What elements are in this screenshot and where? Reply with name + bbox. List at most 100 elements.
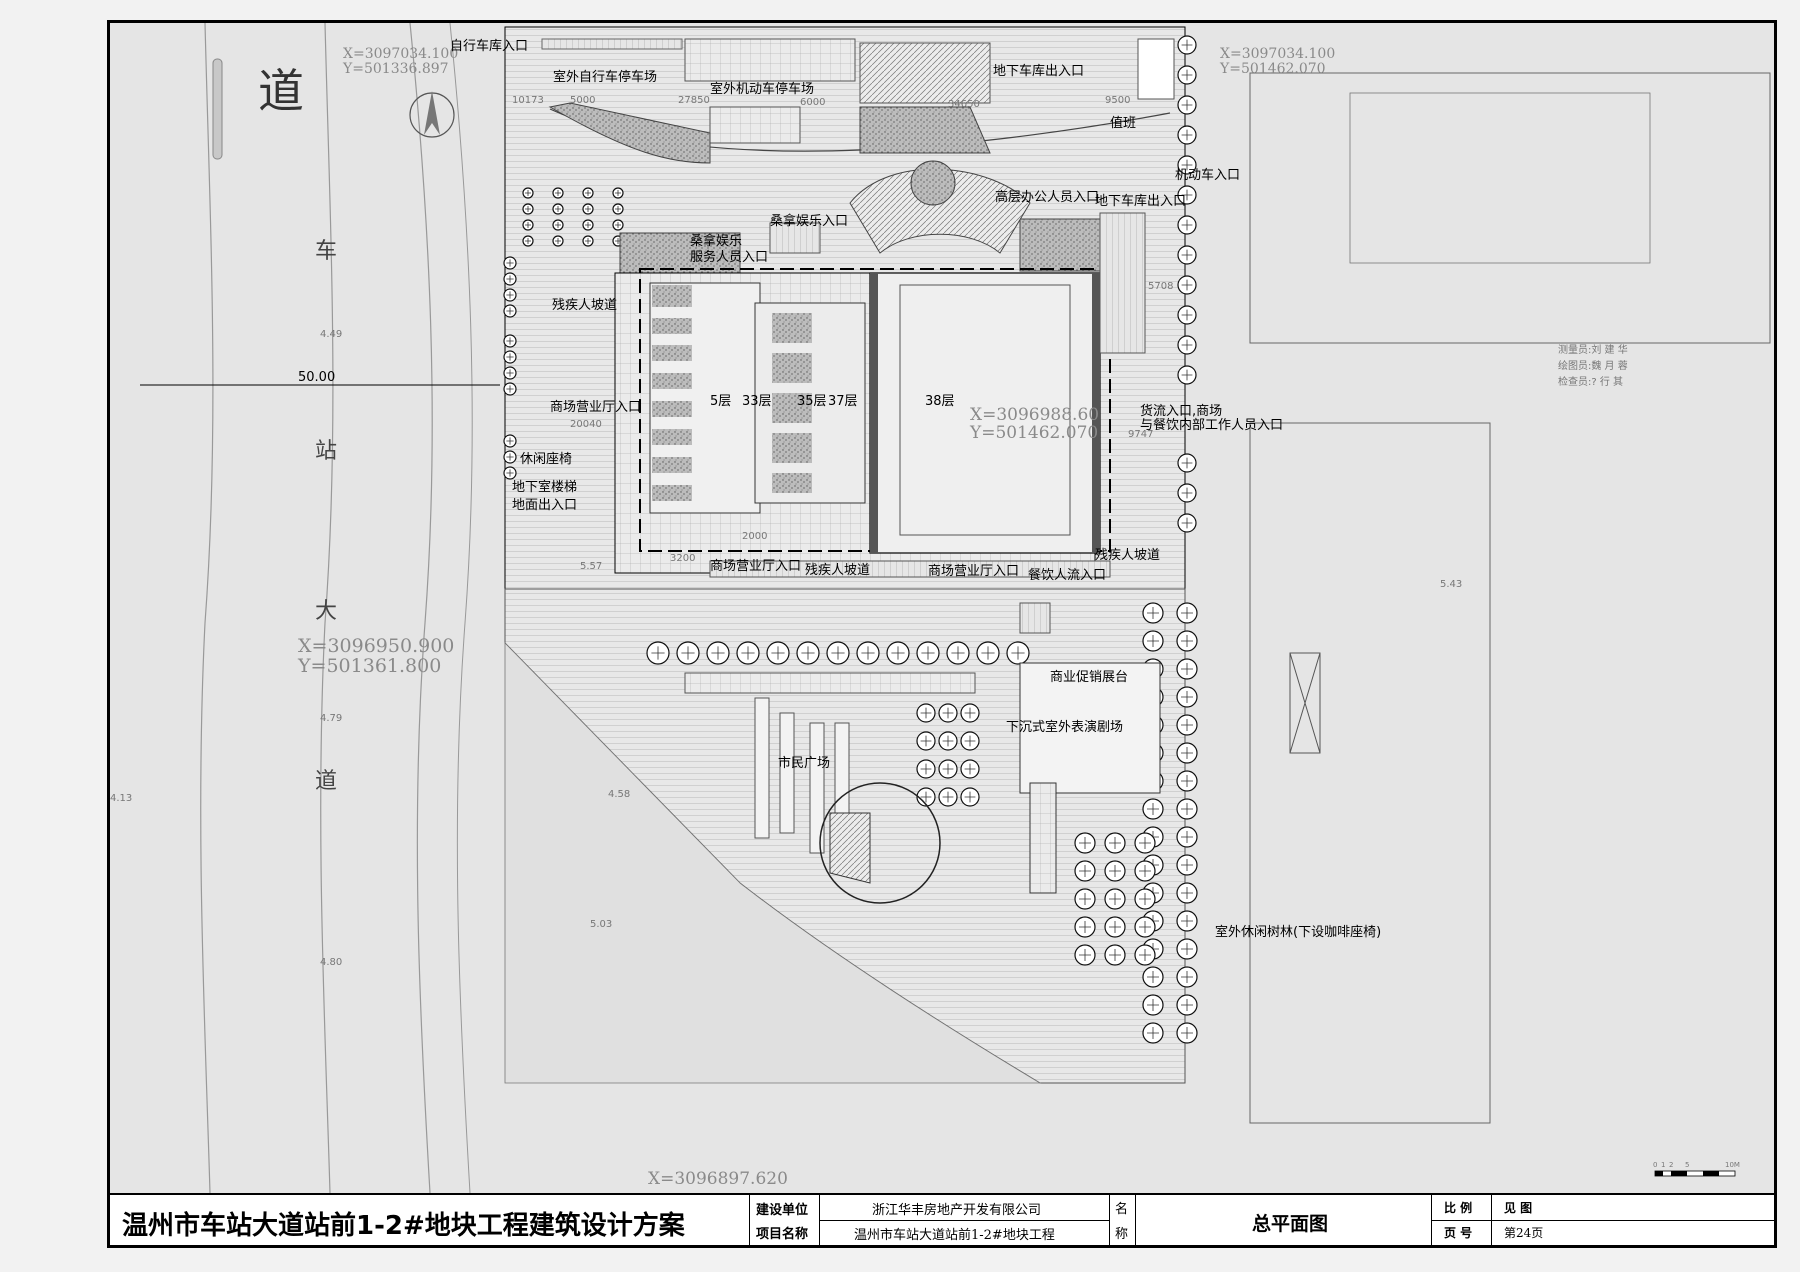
tree-symbol-mark — [525, 222, 531, 228]
coord-south: X=3096897.620 — [648, 1169, 788, 1189]
elevation-7: 5.43 — [1440, 579, 1463, 590]
scale-2: 2 — [1669, 1161, 1674, 1169]
tree-symbol-mark — [585, 190, 591, 196]
label-leisure-grove: 室外休闲树林(下设咖啡座椅) — [1215, 925, 1382, 940]
tree-symbol-mark — [506, 437, 514, 445]
page-value: 第24页 — [1504, 1226, 1544, 1240]
name-label-1: 名 — [1115, 1202, 1129, 1217]
tree-symbol-mark — [1181, 219, 1193, 231]
elevation-2: 4.79 — [320, 713, 343, 724]
tree-symbol-mark — [1139, 949, 1151, 961]
tree-symbol-mark — [615, 206, 621, 212]
tree-symbol-mark — [615, 190, 621, 196]
tree-symbol-mark — [585, 238, 591, 244]
building-footprint — [614, 160, 1146, 578]
tree-symbol-mark — [1181, 803, 1193, 815]
tree-symbol-mark — [1181, 775, 1193, 787]
elevation-1: 4.49 — [320, 329, 343, 340]
label-bike-entry: 自行车库入口 — [450, 39, 529, 54]
elevation-8: 5.57 — [580, 561, 603, 572]
label-basement-stair: 地下室楼梯 — [512, 480, 578, 495]
label-ramp-right: 残疾人坡道 — [1095, 548, 1161, 563]
tree-symbol-mark — [981, 646, 995, 660]
label-duty: 值班 — [1110, 116, 1137, 131]
tree-symbol-mark — [1181, 369, 1193, 381]
dim-2: 5000 — [570, 95, 596, 106]
tree-symbol-mark — [920, 735, 932, 747]
label-mall-hall-south1: 商场营业厅入口 — [710, 559, 802, 574]
station-avenue — [140, 23, 500, 1193]
civic-plaza-layout — [684, 602, 1161, 904]
label-office-entry: 高层办公人员入口 — [995, 190, 1100, 205]
tree-symbol-mark — [1181, 159, 1193, 171]
tree-symbol-mark — [506, 291, 514, 299]
tree-symbol-mark — [525, 238, 531, 244]
tree-symbol-mark — [1181, 663, 1193, 675]
scale-5: 5 — [1685, 1161, 1690, 1169]
title-block-drawing-name: 总平面图 — [1136, 1195, 1432, 1245]
tree-symbol-mark — [555, 238, 561, 244]
coord-west: X=3096950.900 Y=501361.800 — [298, 635, 455, 677]
tree-symbol-mark — [1181, 39, 1193, 51]
elevation-3: 4.13 — [110, 793, 133, 804]
drawing-sheet: 道 车 站 大 道 50.00 X=3097034.100 Y=501336.8… — [107, 20, 1777, 1248]
dim-9: 9747 — [1128, 429, 1154, 440]
tree-symbol-mark — [1181, 487, 1193, 499]
tree-symbol-mark — [1181, 517, 1193, 529]
tree-symbol-mark — [1079, 837, 1091, 849]
label-rest-seats: 休闲座椅 — [520, 452, 573, 467]
label-bike-parking: 室外自行车停车场 — [553, 70, 658, 85]
tree-symbol-mark — [1147, 607, 1159, 619]
dim-6: 9500 — [1105, 95, 1131, 106]
tree-symbol-mark — [1109, 893, 1121, 905]
label-mall-hall-west: 商场营业厅入口 — [550, 400, 642, 415]
project-label: 项目名称 — [756, 1227, 809, 1242]
dim-1: 10173 — [512, 95, 544, 106]
tree-symbol-mark — [964, 763, 976, 775]
label-car-parking: 室外机动车停车场 — [710, 82, 815, 97]
tree-symbol-mark — [942, 735, 954, 747]
label-garage-entry-right: 地下车库出入口 — [1095, 194, 1187, 209]
title-block-meta-values: 见 图 第24页 — [1492, 1195, 1774, 1245]
tree-symbol-mark — [1139, 865, 1151, 877]
tree-symbol-mark — [1181, 249, 1193, 261]
dim-11: 2000 — [742, 531, 768, 542]
dim-8: 5708 — [1148, 281, 1174, 292]
tree-symbol-mark — [525, 206, 531, 212]
tree-symbol-mark — [1147, 1027, 1159, 1039]
tree-symbol-mark — [921, 646, 935, 660]
tree-symbol-mark — [1181, 719, 1193, 731]
tree-symbol-mark — [1181, 189, 1193, 201]
site-plan — [140, 23, 1771, 1193]
tree-symbol-mark — [651, 646, 665, 660]
tree-symbol-mark — [801, 646, 815, 660]
tree-symbol-mark — [506, 369, 514, 377]
tree-symbol-mark — [951, 646, 965, 660]
road-char-1: 道 — [258, 64, 304, 118]
scale-10: 10M — [1725, 1161, 1740, 1169]
label-garage-exit-top: 地下车库出入口 — [993, 64, 1085, 79]
tree-symbol-mark — [1109, 921, 1121, 933]
title-block-meta-labels: 比 例 页 号 — [1432, 1195, 1492, 1245]
elevation-4: 4.58 — [608, 789, 631, 800]
label-ktv-staff2: 服务人员入口 — [690, 250, 769, 265]
tree-symbol-mark — [1181, 457, 1193, 469]
tree-symbol-mark — [555, 222, 561, 228]
label-ktv-staff: 桑拿娱乐 — [690, 234, 743, 249]
tree-symbol-mark — [1181, 915, 1193, 927]
tree-symbol-mark — [1147, 999, 1159, 1011]
label-ground-exit: 地面出入口 — [512, 498, 578, 513]
podium-west-gravel-bands — [652, 285, 692, 501]
survey-note-2: 绘图员:魏 月 蓉 — [1558, 361, 1628, 372]
coord-center: X=3096988.60 Y=501462.070 — [970, 405, 1100, 443]
client-label: 建设单位 — [756, 1203, 809, 1218]
adjacent-lots — [1249, 72, 1771, 1124]
title-block-name-label: 名 称 — [1110, 1195, 1136, 1245]
dim-5: 34650 — [948, 99, 980, 110]
tree-symbol-mark — [1181, 635, 1193, 647]
tree-symbol-mark — [1181, 129, 1193, 141]
tree-symbol-mark — [861, 646, 875, 660]
tree-symbol-mark — [615, 222, 621, 228]
tree-symbol-mark — [585, 206, 591, 212]
tree-symbol-mark — [771, 646, 785, 660]
